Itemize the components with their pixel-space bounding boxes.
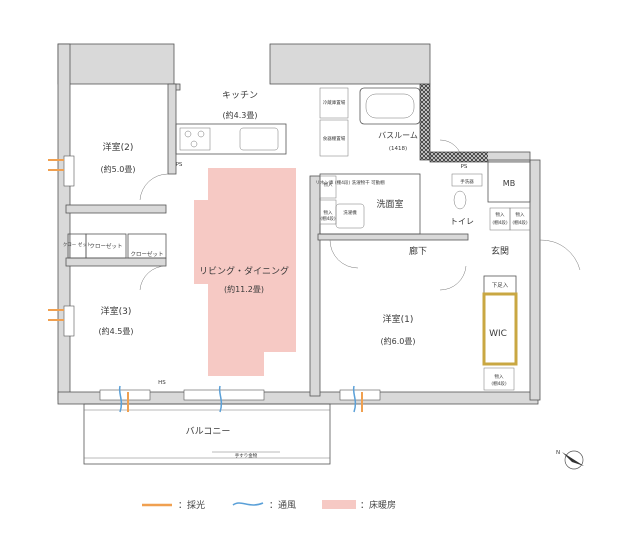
kitchen-fixtures <box>175 87 349 157</box>
legend: ：採光 ：通風 ：床暖房 <box>140 496 422 512</box>
legend-floor-heating-label: ：床暖房 <box>360 500 397 511</box>
storage-note-3: (棚4段) <box>512 219 528 226</box>
bedroom3-name: 洋室(3) <box>101 305 132 317</box>
closet-label-1: クローゼット <box>89 242 122 250</box>
shoe-label: 下足入 <box>492 282 509 289</box>
doors <box>139 139 581 291</box>
hallway-name: 廊下 <box>409 245 427 257</box>
laundry-note: リネン庫 (棚4段) 洗濯物干 可動棚 <box>315 179 385 186</box>
toilet-shelf-label: 手洗器 <box>460 178 474 185</box>
handrail-label: 手すり金物 <box>235 452 258 459</box>
room-labels: キッチン (約4.3畳) 洋室(2) (約5.0畳) 洋室(3) (約4.5畳)… <box>99 90 509 437</box>
storage-label-2: 物入 <box>496 211 505 218</box>
bedroom2-size: (約5.0畳) <box>101 164 136 174</box>
storage-note-2: (棚4段) <box>492 219 508 226</box>
wic-name: WIC <box>489 329 507 339</box>
dish-label: 食器棚置場 <box>323 135 346 142</box>
mb-label: MB <box>503 179 515 188</box>
light-arrow-icon <box>142 503 172 507</box>
ps-label-right: PS <box>461 164 468 170</box>
closets <box>67 233 518 391</box>
bedroom2-name: 洋室(2) <box>103 141 134 153</box>
washroom-name: 洗面室 <box>376 198 403 210</box>
bath-fixtures <box>319 84 531 235</box>
kitchen-size: (約4.3畳) <box>223 110 258 120</box>
bedroom1-name: 洋室(1) <box>383 313 414 325</box>
storage-note-4: (棚4段) <box>491 380 507 387</box>
closet-label-2: クローゼット <box>130 250 163 258</box>
bedroom1-size: (約6.0畳) <box>381 336 416 346</box>
ps-label-left: PS <box>176 162 183 168</box>
closet-left-label: クロー ゼット <box>63 241 91 248</box>
fixture-labels: クロー ゼット クローゼット クローゼット PS PS HS MB 冷蔵庫置場 … <box>63 99 528 459</box>
airflow-markers <box>48 159 363 413</box>
balcony-area <box>83 403 331 465</box>
fridge-label: 冷蔵庫置場 <box>323 99 346 106</box>
storage-label-4: 物入 <box>495 373 504 380</box>
walls <box>57 43 541 405</box>
storage-mid-label: 物入 <box>324 209 333 216</box>
floor-heating-area <box>194 168 296 376</box>
washing-machine-label: 洗濯機 <box>343 209 357 216</box>
wind-wave-icon <box>232 502 264 506</box>
legend-light-label: ：採光 <box>178 500 206 511</box>
compass-icon: N <box>556 450 584 470</box>
floor-heating-swatch <box>322 499 357 509</box>
living-name: リビング・ダイニング <box>199 265 289 277</box>
legend-wind: ：通風 <box>231 498 296 511</box>
hs-label: HS <box>158 380 166 386</box>
living-size: (約11.2畳) <box>224 284 264 294</box>
storage-label-3: 物入 <box>516 211 525 218</box>
entrance-name: 玄関 <box>491 245 509 257</box>
legend-light: ：採光 <box>140 498 205 511</box>
svg-text:N: N <box>556 450 560 456</box>
storage-label-1: 物入 <box>324 181 333 188</box>
bathroom-name: バスルーム <box>378 131 418 140</box>
bathroom-size: (1418) <box>389 146 407 152</box>
bedroom3-size: (約4.5畳) <box>99 326 134 336</box>
balcony-name: バルコニー <box>186 426 231 437</box>
toilet-name: トイレ <box>450 217 474 226</box>
legend-floor-heating: ：床暖房 <box>322 498 396 511</box>
kitchen-name: キッチン <box>222 90 258 101</box>
storage-mid-note: (棚4段) <box>320 215 336 222</box>
legend-wind-label: ：通風 <box>269 500 297 511</box>
